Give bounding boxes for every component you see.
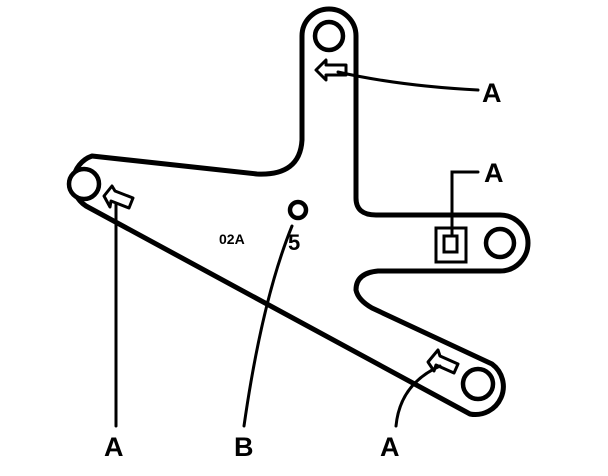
leader-line-top bbox=[336, 70, 480, 92]
callout-label-bottom-right: A bbox=[380, 432, 400, 462]
leader-line-bottom-right bbox=[394, 364, 442, 428]
arrow-mark-left bbox=[102, 184, 135, 210]
callout-label-left: A bbox=[104, 432, 124, 462]
mounting-hole-bottom bbox=[460, 366, 496, 402]
arrow-mark-top bbox=[314, 58, 348, 82]
callout-label-top: A bbox=[482, 78, 502, 108]
center-hole bbox=[287, 199, 309, 221]
part-code: 02A bbox=[219, 231, 245, 247]
callout-label-right: A bbox=[484, 158, 504, 188]
mounting-hole-right bbox=[483, 226, 517, 260]
part-mark: 5 bbox=[288, 230, 300, 255]
callout-label-center: B bbox=[234, 432, 254, 462]
leader-line-right bbox=[450, 170, 480, 238]
mounting-hole-top bbox=[312, 19, 346, 53]
mounting-hole-left bbox=[66, 166, 102, 202]
leader-line-center bbox=[242, 224, 294, 428]
